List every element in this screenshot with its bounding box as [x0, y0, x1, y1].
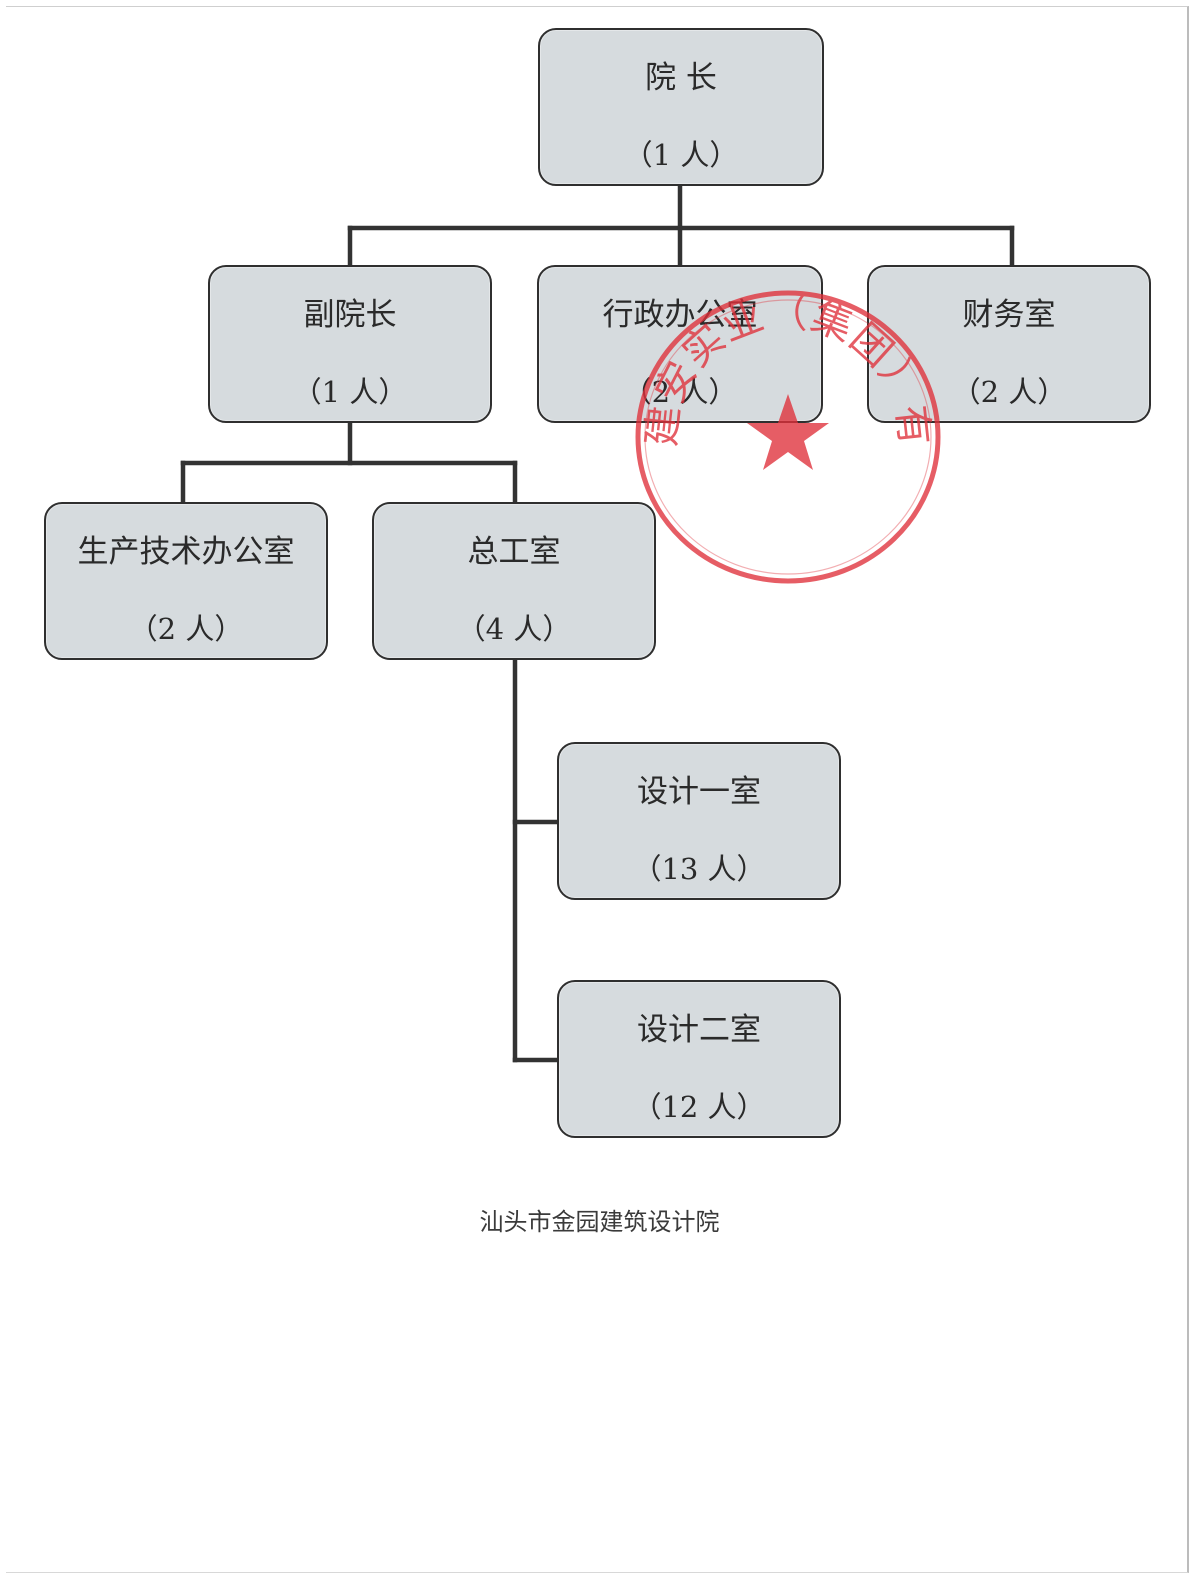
- node-design-office-2: 设计二室 （12 人）: [557, 980, 841, 1138]
- node-title: 设计二室: [637, 1012, 761, 1048]
- node-title: 总工室: [467, 534, 561, 570]
- node-title: 生产技术办公室: [77, 534, 295, 570]
- node-design-office-1: 设计一室 （13 人）: [557, 742, 841, 900]
- seal-star-icon: [747, 394, 829, 470]
- company-seal-stamp: 汕头市建安实业（集团）有限公司: [628, 282, 941, 584]
- node-chief-engineer-office: 总工室 （4 人）: [372, 502, 656, 660]
- document-caption: 汕头市金园建筑设计院: [479, 1208, 720, 1236]
- node-admin-office: 行政办公室 （2 人）: [537, 265, 823, 423]
- node-title: 副院长: [303, 297, 397, 333]
- node-title: 设计一室: [637, 774, 761, 810]
- node-title: 财务室: [962, 297, 1056, 333]
- page-border: [6, 6, 1189, 1573]
- node-count: （13 人）: [632, 852, 766, 886]
- node-count: （4 人）: [456, 612, 572, 646]
- node-count: （2 人）: [128, 612, 244, 646]
- node-count: （1 人）: [292, 375, 408, 409]
- node-count: （1 人）: [623, 138, 739, 172]
- node-finance-office: 财务室 （2 人）: [867, 265, 1151, 423]
- node-production-tech-office: 生产技术办公室 （2 人）: [44, 502, 328, 660]
- node-director: 院 长 （1 人）: [538, 28, 824, 186]
- node-count: （2 人）: [951, 375, 1067, 409]
- node-deputy-director: 副院长 （1 人）: [208, 265, 492, 423]
- node-title: 院 长: [645, 60, 717, 96]
- node-count: （12 人）: [632, 1090, 766, 1124]
